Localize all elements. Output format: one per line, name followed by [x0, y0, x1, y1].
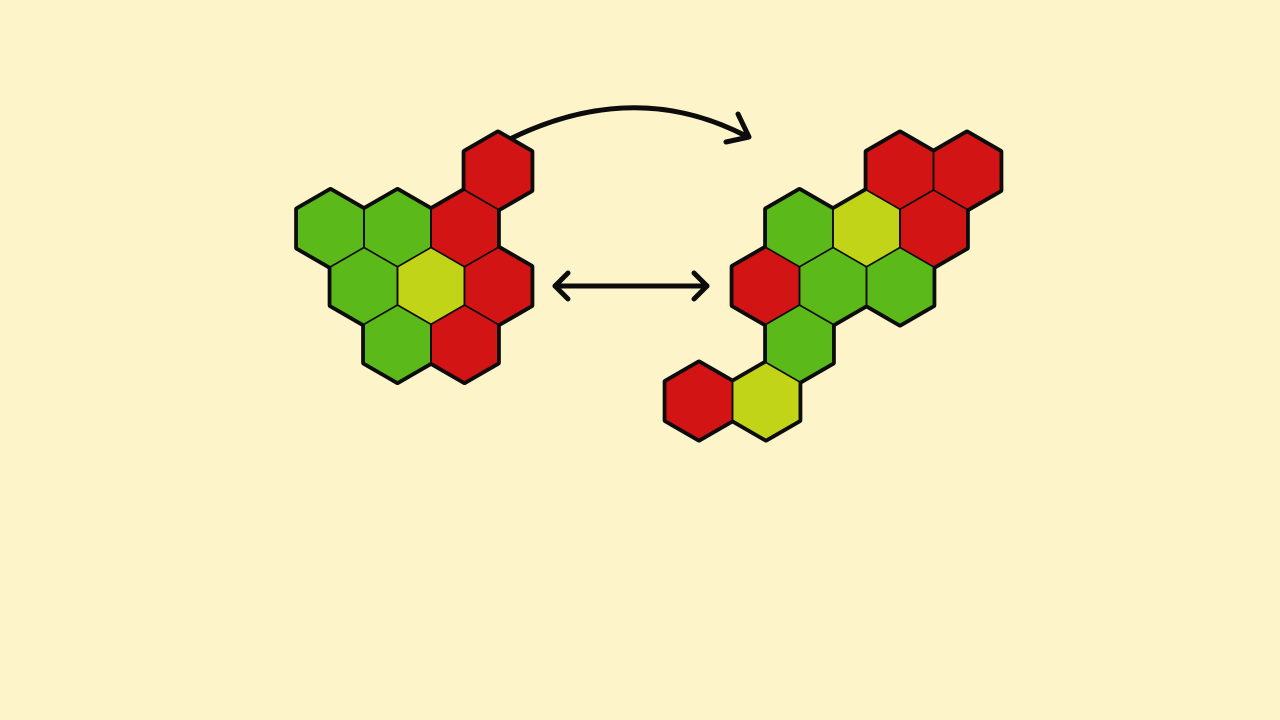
hex-cell-red — [430, 304, 499, 383]
pieces-layer — [294, 129, 1004, 443]
left-piece-cells — [296, 131, 533, 383]
left-piece[interactable] — [294, 129, 535, 385]
hex-cell-yellow — [731, 361, 801, 441]
curved-arrow-head — [723, 111, 752, 145]
right-piece-cells — [664, 131, 1002, 441]
double-arrow-right-head — [691, 270, 710, 302]
right-piece[interactable] — [662, 129, 1004, 443]
curved-rotate-arrow-icon — [509, 105, 752, 145]
swap-double-arrow-icon — [552, 270, 710, 302]
curved-arrow-shaft — [509, 105, 751, 141]
double-arrow-left-head — [552, 270, 571, 302]
arrows-layer — [509, 105, 752, 302]
hex-cell-green — [865, 246, 935, 326]
